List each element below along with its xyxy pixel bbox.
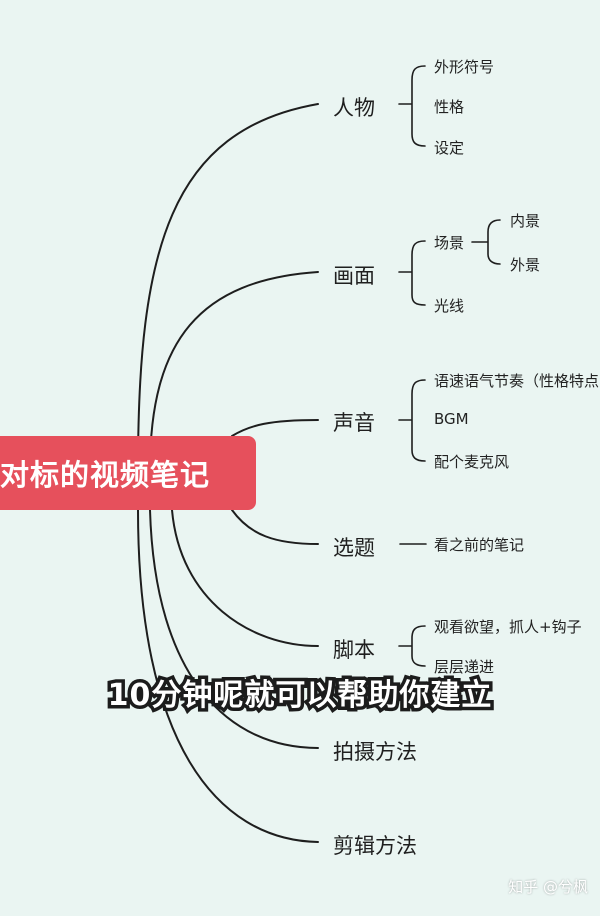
link-jianji (137, 509, 319, 843)
node-kanzhiqian: 看之前的笔记 (434, 536, 525, 554)
node-bgm: BGM (434, 410, 469, 428)
node-sheding: 设定 (434, 139, 465, 157)
bracket-renwu (398, 65, 426, 147)
node-yusu: 语速语气节奏（性格特点 (434, 372, 600, 390)
link-xuanti (231, 509, 319, 545)
node-cengceng: 层层递进 (434, 658, 495, 676)
node-maikefeng: 配个麦克风 (434, 453, 510, 471)
bracket-shengyin (398, 379, 426, 462)
node-guangxian: 光线 (434, 297, 465, 315)
link-shengyin (231, 419, 319, 437)
node-paishe: 拍摄方法 (333, 740, 417, 764)
bracket-huamian (398, 240, 426, 306)
bracket-jiaoben (398, 625, 426, 667)
bracket-changjing (471, 219, 501, 265)
video-subtitle: 10分钟呢就可以帮助你建立 (104, 675, 495, 717)
link-huamian (149, 271, 319, 471)
root-node: 对标的视频笔记 (0, 436, 256, 510)
node-jiaoben: 脚本 (333, 638, 375, 662)
link-jiaoben (171, 509, 319, 647)
node-renwu: 人物 (333, 96, 375, 120)
node-shengyin: 声音 (333, 411, 375, 435)
node-xingge: 性格 (434, 98, 465, 116)
watermark: 知乎 @兮枫 (508, 878, 588, 896)
node-huamian: 画面 (333, 264, 375, 288)
node-xuanti: 选题 (333, 536, 375, 560)
link-renwu (137, 103, 319, 471)
node-neijing: 内景 (510, 212, 541, 230)
node-waijing: 外景 (510, 256, 541, 274)
node-guankan: 观看欲望，抓人+钩子 (434, 618, 582, 636)
node-waixing: 外形符号 (434, 58, 495, 76)
link-paishe (149, 509, 319, 749)
node-changjing: 场景 (434, 234, 465, 252)
root-label: 对标的视频笔记 (0, 458, 211, 492)
node-jianji: 剪辑方法 (333, 834, 417, 858)
